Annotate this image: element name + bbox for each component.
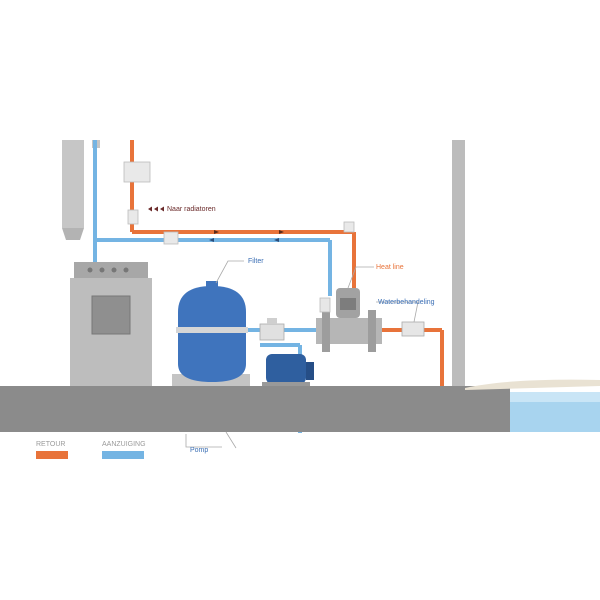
pump [262, 354, 314, 387]
label-water-treatment: Waterbehandeling [378, 299, 435, 306]
ground [0, 386, 510, 432]
leader-lines [185, 260, 419, 449]
legend-return-label: RETOUR [36, 441, 65, 448]
arrow-left-icon [148, 206, 164, 212]
filter-tank [172, 281, 250, 386]
chimney-flue [62, 140, 100, 240]
wall-column [452, 140, 465, 388]
pool [465, 379, 600, 432]
label-radiators: Naar radiatoren [167, 206, 216, 213]
label-heat-line: Heat line [376, 264, 404, 271]
multiport-valve [259, 318, 285, 341]
boiler [70, 262, 152, 386]
label-filter: Filter [248, 258, 264, 265]
legend-suction-label: AANZUIGING [102, 441, 146, 448]
legend: RETOUR AANZUIGING [36, 441, 146, 459]
legend-suction-swatch [102, 451, 144, 459]
water-treatment-unit [401, 321, 425, 337]
pipe-fittings [123, 161, 355, 245]
label-pump: Pomp [190, 447, 208, 454]
legend-return-swatch [36, 451, 68, 459]
heat-exchanger [316, 288, 382, 352]
